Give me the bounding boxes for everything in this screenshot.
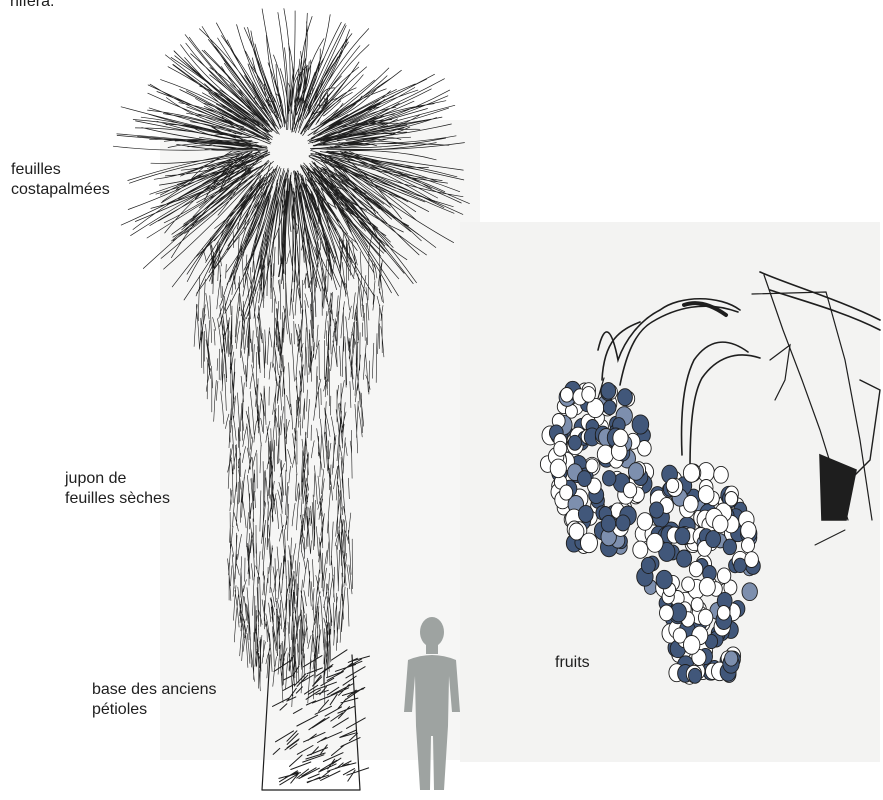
- fruit: [586, 459, 598, 473]
- fruit: [554, 441, 567, 456]
- fruit: [689, 668, 702, 683]
- fruit: [714, 466, 729, 483]
- fruit: [666, 478, 678, 492]
- fruit: [725, 492, 738, 506]
- caption-fragment: nifera.: [10, 0, 54, 12]
- fruit: [677, 550, 692, 567]
- fruit: [624, 483, 637, 498]
- fruit: [742, 583, 757, 601]
- fruit: [597, 445, 613, 464]
- fruit: [601, 383, 616, 400]
- fruit: [741, 522, 756, 540]
- fruit: [683, 464, 699, 483]
- fruit: [637, 513, 652, 531]
- fruit: [691, 598, 703, 612]
- fruit: [632, 415, 649, 434]
- fruit: [650, 502, 664, 518]
- fruit: [689, 561, 702, 576]
- fruit: [742, 538, 755, 553]
- fruit: [725, 651, 738, 666]
- label-dry-leaf-skirt: jupon de feuilles sèches: [65, 469, 170, 509]
- label-leaves: feuilles costapalmées: [11, 160, 110, 200]
- fruit: [582, 387, 596, 403]
- fruit: [613, 429, 628, 446]
- fruit: [618, 389, 633, 406]
- fruit: [723, 539, 736, 555]
- fruit: [603, 400, 616, 414]
- fruit: [550, 459, 566, 478]
- fruit: [569, 523, 584, 540]
- fruit: [578, 505, 593, 522]
- fruit: [628, 463, 643, 481]
- fruit: [717, 568, 730, 584]
- fruit: [699, 578, 715, 596]
- fruit: [633, 541, 648, 558]
- fruit: [568, 435, 581, 450]
- fruit: [616, 515, 630, 531]
- fruit: [675, 527, 690, 544]
- fruit: [560, 485, 573, 500]
- fruit: [717, 606, 730, 621]
- fruit: [578, 471, 592, 487]
- fruit: [706, 531, 721, 548]
- fruit: [698, 609, 712, 626]
- fruit: [698, 486, 714, 504]
- label-petiole-base: base des anciens pétioles: [92, 680, 217, 720]
- label-fruits: fruits: [555, 653, 590, 673]
- fruit: [660, 605, 674, 621]
- fruit: [641, 557, 655, 573]
- fruit: [682, 577, 695, 592]
- fruit: [745, 552, 759, 568]
- fruit: [561, 388, 574, 403]
- fruit: [713, 515, 728, 533]
- fruit: [603, 471, 616, 486]
- fruit: [684, 636, 700, 655]
- fruit: [684, 495, 699, 512]
- fruit: [601, 515, 615, 532]
- fruit: [656, 570, 672, 589]
- fruit: [647, 533, 663, 552]
